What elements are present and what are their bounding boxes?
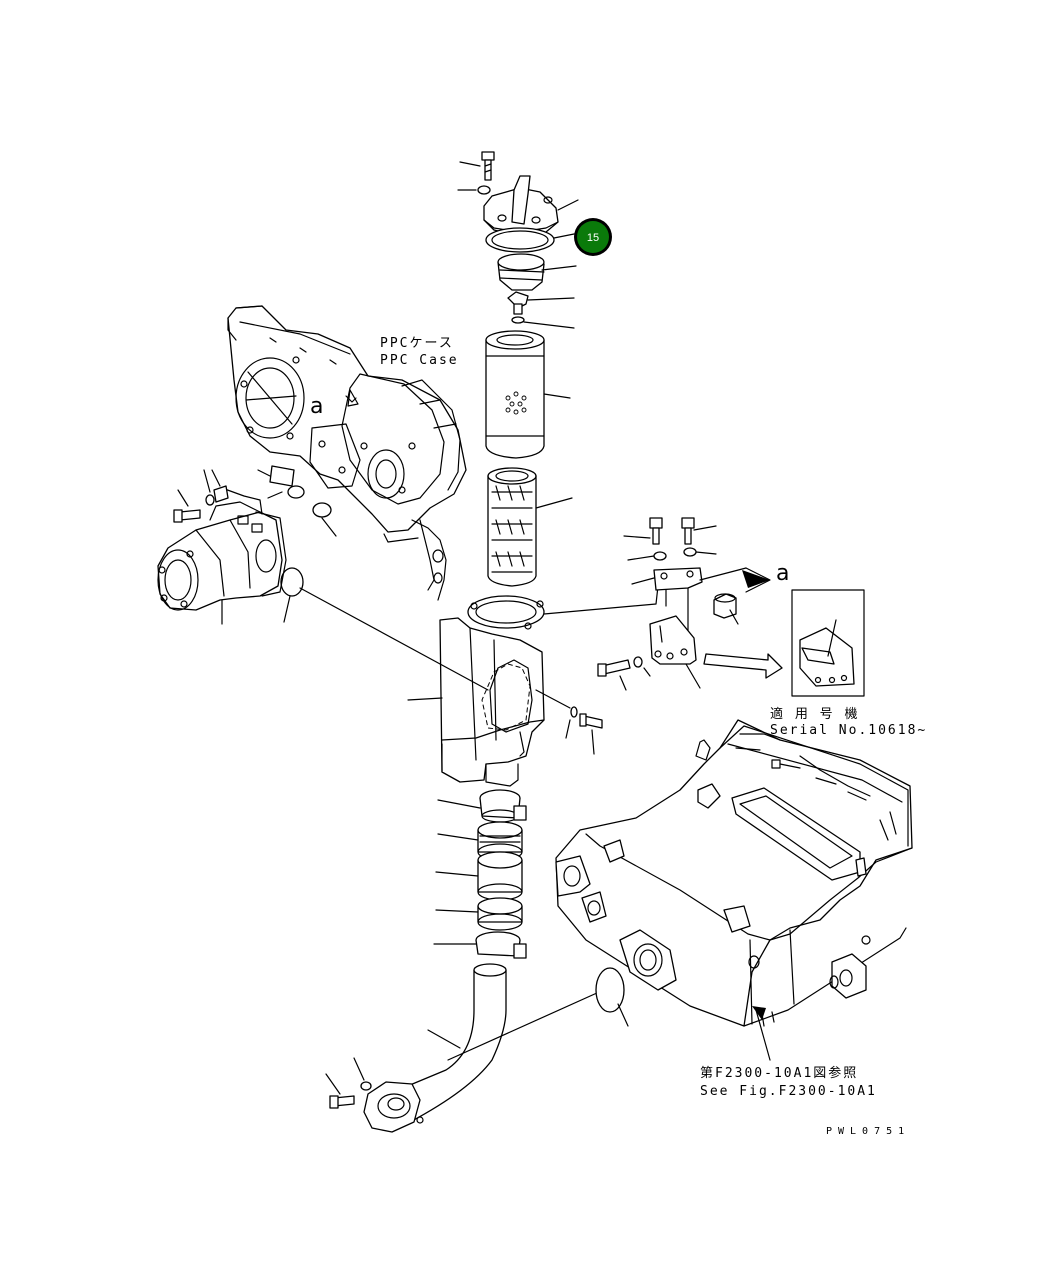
hose-lower	[436, 898, 522, 930]
hose-upper	[438, 822, 522, 860]
seal-ring	[486, 228, 574, 252]
hose-middle	[436, 852, 522, 900]
detail-arrow	[704, 654, 782, 678]
inner-filter-element	[488, 468, 572, 586]
view-a-ref-label: a	[310, 394, 323, 419]
spacer	[714, 594, 738, 624]
hose-clamp-lower	[434, 932, 526, 958]
bracket-bolts	[624, 518, 716, 560]
hydraulic-pump	[158, 488, 286, 624]
callout-15-badge	[577, 221, 609, 253]
ppc-case-en-label: PPC Case	[380, 353, 459, 368]
pump-fasteners	[174, 470, 228, 522]
filter-cap	[484, 176, 578, 236]
callout-15-number: 15	[587, 232, 599, 244]
mounting-bracket	[632, 568, 770, 646]
cap-bolt	[458, 152, 494, 194]
support-plate	[598, 616, 700, 690]
hydraulic-tank	[300, 588, 544, 786]
serial-en-label: Serial No.10618~	[770, 723, 927, 738]
tank-side-fasteners	[536, 690, 602, 754]
tank-side-gasket	[596, 968, 628, 1026]
callout-15[interactable]: 15	[574, 218, 612, 256]
hose-clamp-upper	[438, 790, 526, 822]
serial-jp-label: 適 用 号 機	[770, 706, 859, 722]
outer-filter-element	[486, 331, 570, 458]
suction-pipe	[364, 964, 608, 1132]
view-a-arrow-label: a	[776, 561, 789, 586]
see-fig-jp-label: 第F2300-10A1図参照	[700, 1065, 858, 1081]
detail-inset	[792, 590, 864, 696]
drawing-code: PWL0751	[826, 1126, 910, 1137]
main-frame	[556, 720, 912, 1060]
pipe-fasteners	[326, 1058, 371, 1108]
ppc-case-jp-label: PPCケース	[380, 336, 454, 351]
relief-valve	[508, 292, 574, 328]
cap-sleeve	[498, 254, 576, 290]
see-fig-en-label: See Fig.F2300-10A1	[700, 1084, 877, 1099]
ppc-case	[228, 306, 466, 600]
case-gaskets	[258, 466, 336, 622]
tank-top-gasket	[468, 586, 658, 629]
